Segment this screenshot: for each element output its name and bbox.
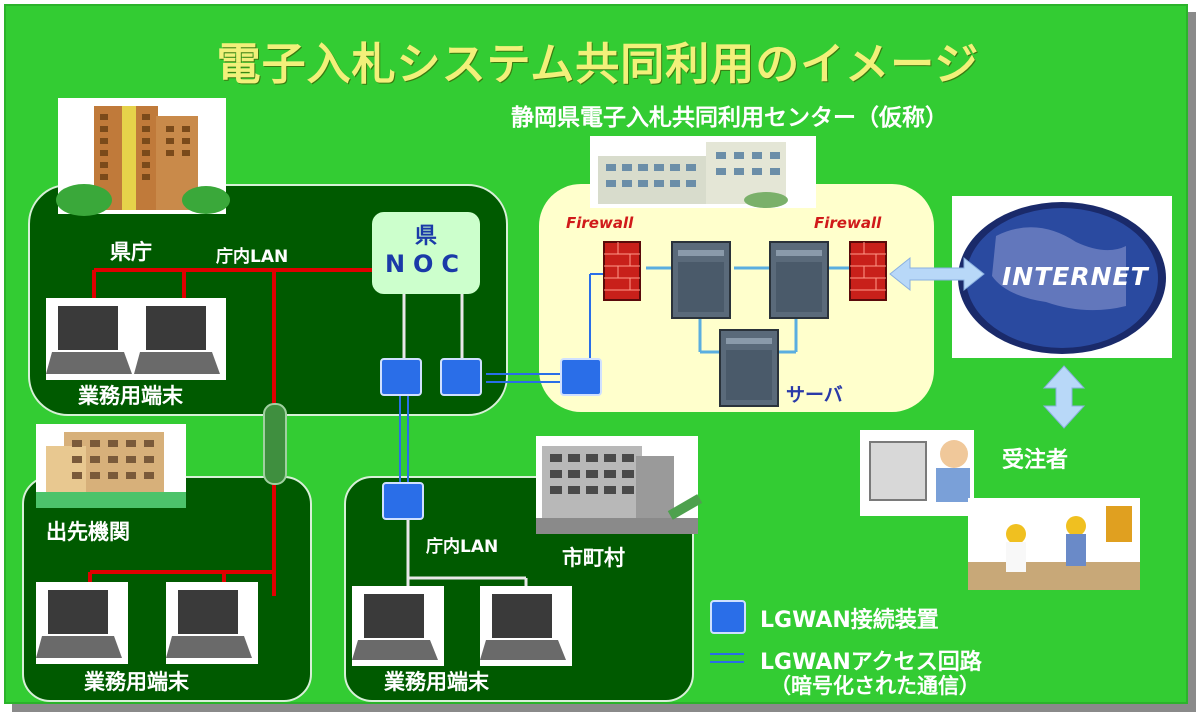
noc-box: 県 NOC — [372, 212, 480, 294]
lgwan-device-4 — [382, 482, 424, 520]
server-label: サーバ — [786, 384, 843, 406]
terminals-layer — [36, 298, 572, 666]
municipality-lan-label: 庁内LAN — [426, 537, 499, 557]
laptop-icon-pref-1 — [46, 298, 138, 380]
prefecture-lan-label: 庁内LAN — [216, 247, 289, 267]
branch-name: 出先機関 — [46, 520, 130, 544]
contractor-site-image — [968, 498, 1140, 590]
internet-label: INTERNET — [1002, 262, 1149, 291]
noc-label-line1: 県 — [414, 224, 437, 249]
connection-layer — [36, 98, 1172, 604]
internet-arrow-icon — [889, 256, 985, 292]
firewall-left-icon — [603, 241, 641, 301]
legend-device-label: LGWAN接続装置 — [760, 608, 939, 633]
center-building-icon — [590, 136, 816, 208]
laptop-icon-branch-2 — [166, 582, 258, 664]
prefecture-building-icon — [56, 98, 230, 216]
center-lines — [646, 266, 852, 354]
contractor-label: 受注者 — [1002, 448, 1069, 473]
lgwan-device-2 — [440, 358, 482, 396]
legend-line-label: LGWANアクセス回路 — [760, 650, 982, 675]
contractor-office-image — [860, 430, 974, 516]
server-icon-1 — [671, 241, 731, 319]
legend-device-icon — [710, 600, 746, 634]
server-icon-2 — [769, 241, 829, 319]
firewall-left-label: Firewall — [566, 214, 634, 232]
lgwan-device-1 — [380, 358, 422, 396]
laptop-icon-branch-1 — [36, 582, 128, 664]
contractor-arrow-icon — [1042, 365, 1086, 429]
prefecture-name: 県庁 — [110, 240, 152, 264]
municipality-terminal-label: 業務用端末 — [384, 670, 489, 694]
branch-terminal-label: 業務用端末 — [84, 670, 189, 694]
laptop-icon-pref-2 — [134, 298, 226, 380]
prefecture-terminal-label: 業務用端末 — [78, 384, 183, 408]
lgwan-lines — [399, 273, 606, 484]
diagram-canvas: 電子入札システム共同利用のイメージ 静岡県電子入札共同利用センター（仮称） — [4, 4, 1188, 704]
municipality-building-icon — [536, 436, 703, 534]
lgwan-device-3 — [560, 358, 602, 396]
noc-label-line2: NOC — [384, 250, 468, 278]
legend-line-sublabel: （暗号化された通信） — [770, 674, 980, 698]
laptop-icon-muni-2 — [480, 586, 572, 666]
firewall-right-icon — [849, 241, 887, 301]
center-name-label: 静岡県電子入札共同利用センター（仮称） — [511, 105, 948, 131]
municipality-name: 市町村 — [562, 546, 625, 570]
diagram-title: 電子入札システム共同利用のイメージ — [216, 39, 980, 90]
server-icon-3 — [719, 329, 779, 407]
branch-building-icon — [36, 424, 186, 508]
laptop-icon-muni-1 — [352, 586, 444, 666]
legend-line-icon — [710, 653, 744, 663]
cable-connector — [263, 403, 287, 485]
internet-globe-icon — [952, 196, 1172, 358]
firewall-right-label: Firewall — [814, 214, 882, 232]
